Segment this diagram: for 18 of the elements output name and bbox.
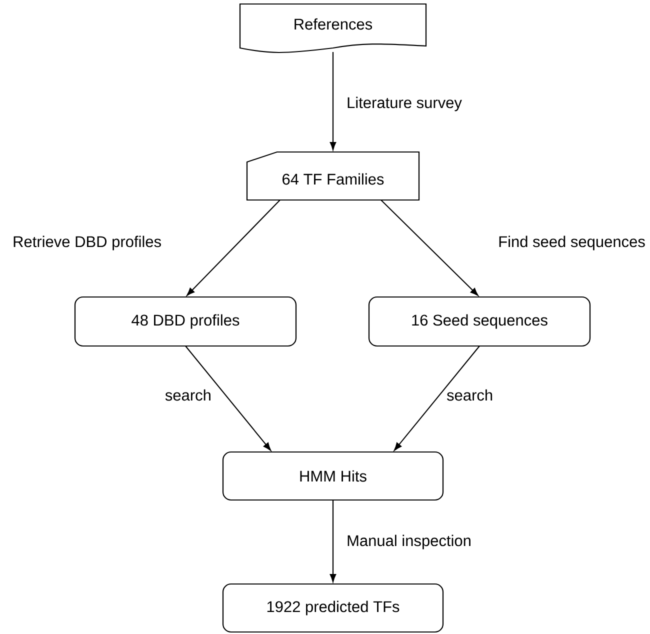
input-box: 64 TF Families [246, 151, 420, 201]
arrow [330, 500, 336, 582]
arrow [185, 346, 272, 451]
arrow [394, 346, 480, 451]
arrow [186, 200, 280, 296]
edge-label: search [446, 389, 492, 401]
process-box: 1922 predicted TFs [222, 583, 444, 633]
edge-label: Literature survey [348, 96, 462, 112]
edge-label: Retrieve DBD profiles [14, 236, 161, 250]
edge-label: Find seed sequences [499, 236, 645, 250]
process-box: HMM Hits [222, 451, 444, 501]
document-box: References [239, 3, 427, 54]
process-box: 16 Seed sequences [368, 296, 591, 347]
arrow [330, 52, 336, 150]
edge-label: Manual inspection [348, 534, 470, 550]
process-box: 48 DBD profiles [74, 296, 297, 347]
edge-label: search [165, 389, 210, 401]
arrow [380, 200, 478, 296]
